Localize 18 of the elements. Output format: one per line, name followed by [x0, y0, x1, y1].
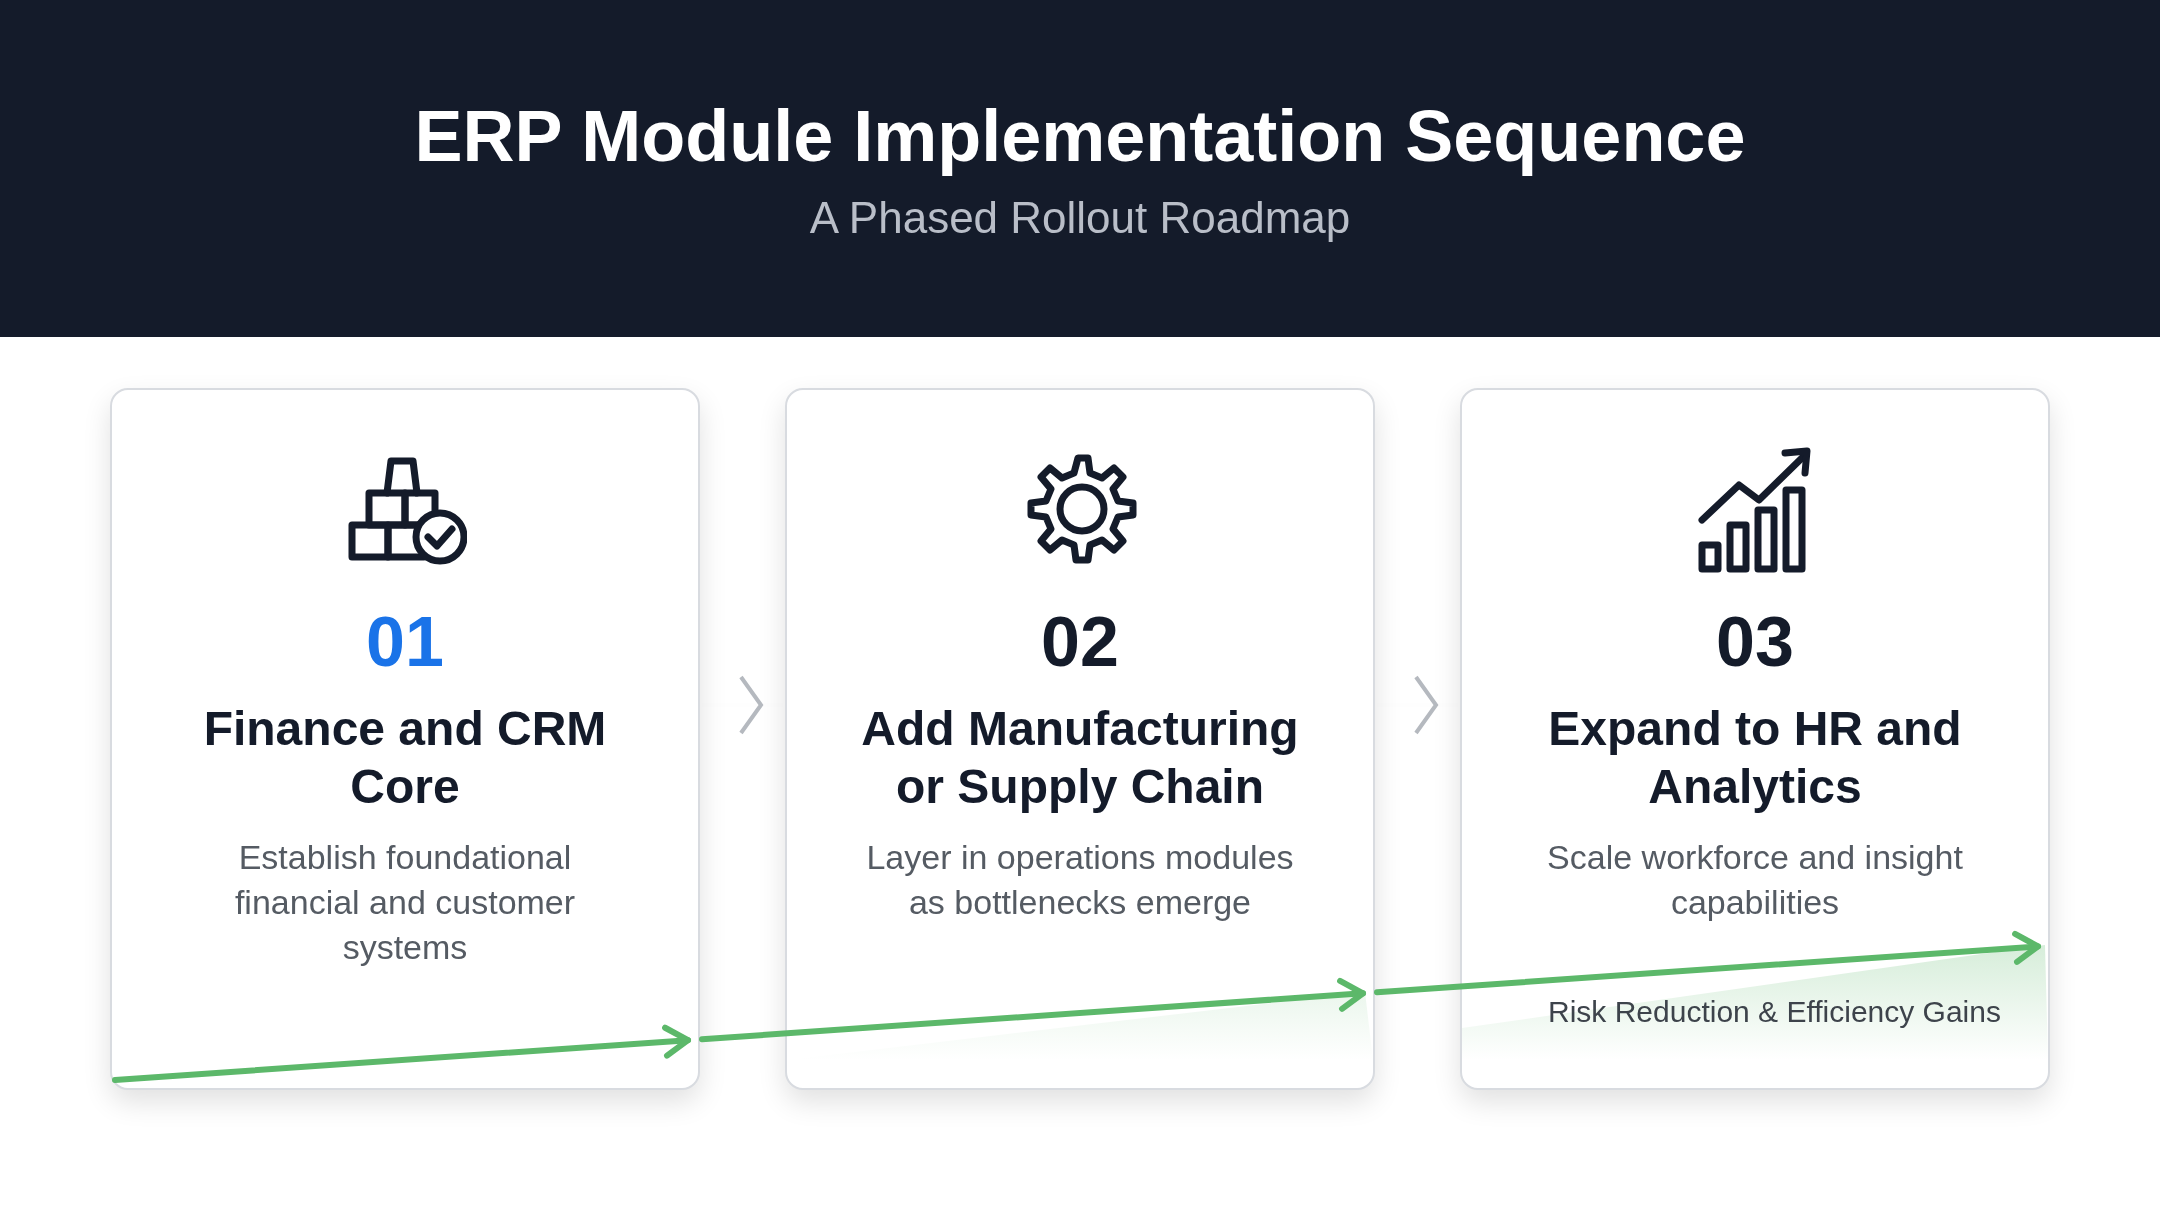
step-title: Add Manufacturing or Supply Chain [860, 701, 1300, 815]
trend-label: Risk Reduction & Efficiency Gains [1548, 995, 2001, 1029]
step-title: Expand to HR and Analytics [1547, 701, 1963, 815]
trend-arrow [699, 977, 1366, 1043]
subtitle: A Phased Rollout Roadmap [808, 193, 1352, 243]
step-card [1460, 388, 2050, 1090]
trend-arrow [112, 1024, 691, 1083]
step-card [110, 388, 700, 1090]
title: ERP Module Implementation Sequence [413, 95, 1747, 177]
step-card [785, 388, 1375, 1090]
step-number: 02 [1041, 602, 1119, 682]
step-description: Layer in operations modules as bottlenecks emerge [865, 837, 1295, 923]
step-number: 01 [366, 602, 444, 682]
step-description: Establish foundational financial and customer systems [233, 837, 577, 968]
step-title: Finance and CRM Core [202, 701, 608, 815]
step-description: Scale workforce and insight capabilities [1546, 837, 1964, 923]
trend-arrow [1374, 930, 2041, 996]
step-number: 03 [1716, 602, 1794, 682]
